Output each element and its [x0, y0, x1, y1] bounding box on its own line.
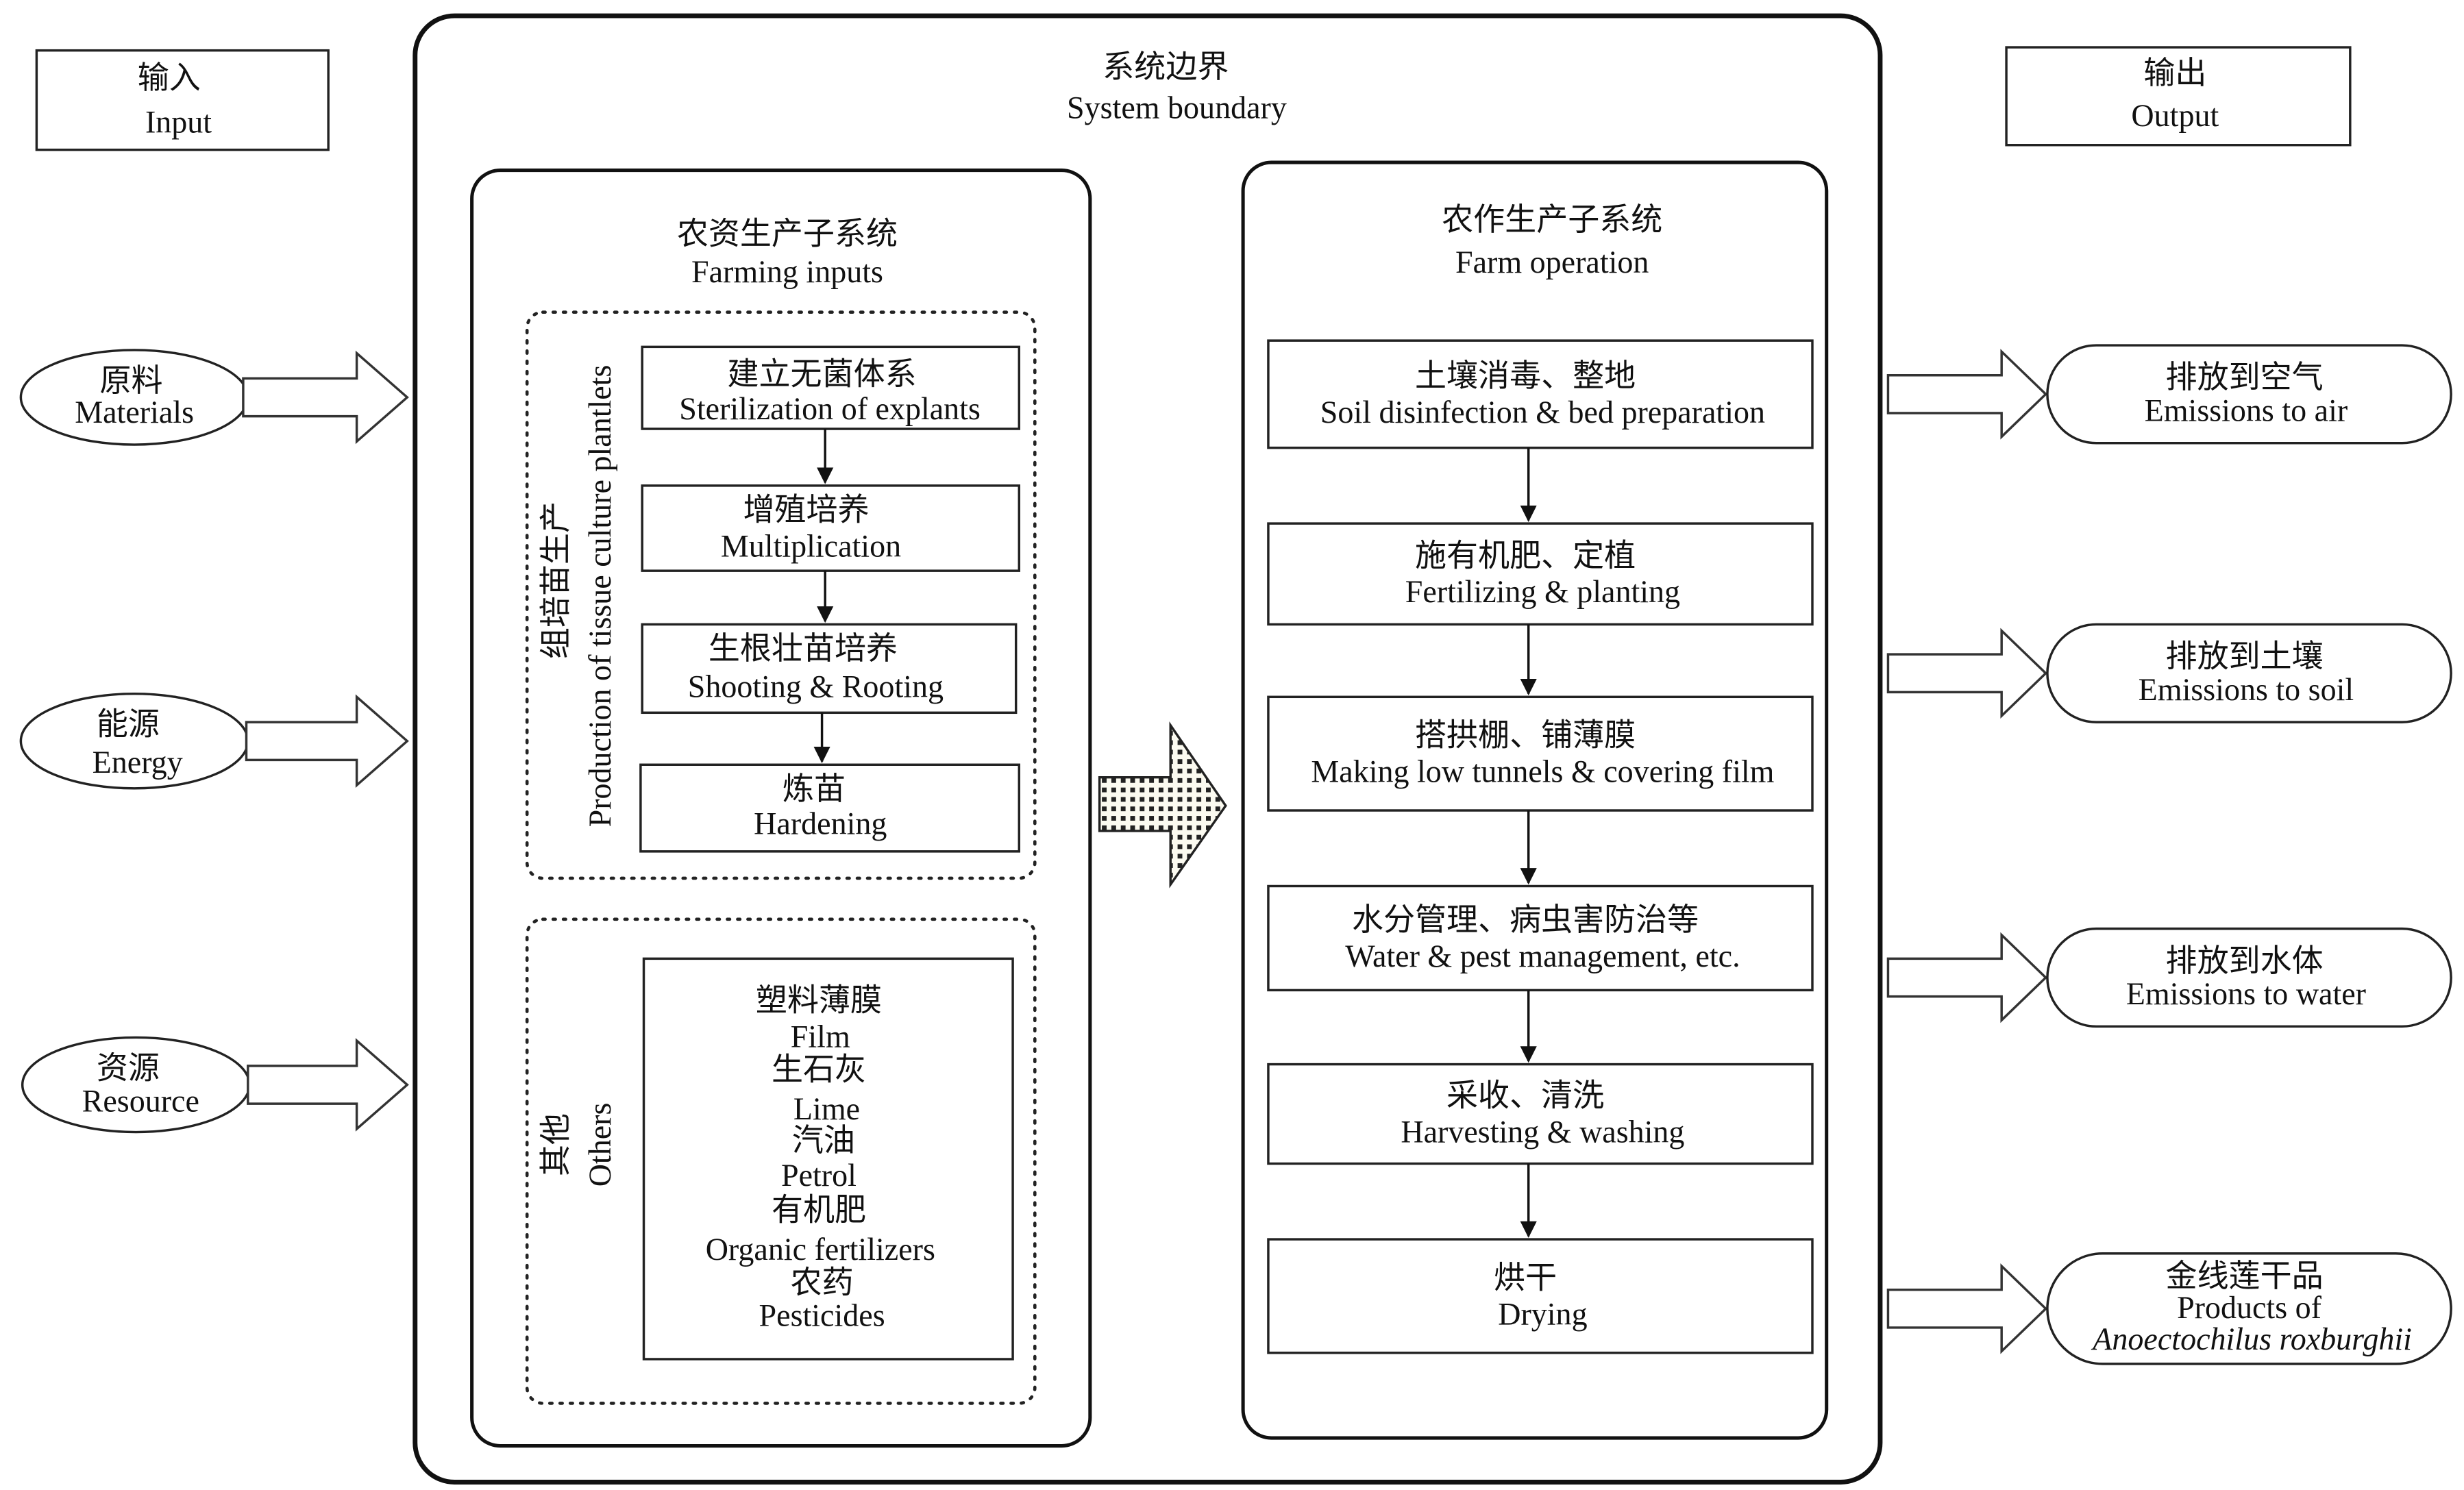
step-zh: 施有机肥、定植	[1415, 538, 1636, 573]
input-en: Input	[145, 104, 212, 139]
step-en: Making low tunnels & covering film	[1311, 754, 1774, 789]
resource-zh: 资源	[97, 1050, 160, 1085]
output-en: Emissions to water	[2126, 976, 2366, 1011]
boundary-en: System boundary	[1067, 90, 1287, 125]
input-resource: 资源 Resource	[21, 1036, 409, 1134]
others-item: 生石灰	[772, 1052, 866, 1087]
step-en: Shooting & Rooting	[688, 669, 944, 704]
farming-inputs-en: Farming inputs	[691, 254, 883, 289]
farming-inputs-subsystem: 农资生产子系统 Farming inputs 组培苗生产 Production …	[470, 169, 1092, 1448]
output-header: 输出 Output	[2005, 46, 2352, 147]
hollow-arrow-icon	[1886, 628, 2048, 719]
farm-operation-en: Farm operation	[1455, 245, 1649, 280]
others-group-en: Others	[582, 1103, 617, 1187]
step-en: Multiplication	[721, 528, 901, 563]
boundary-zh: 系统边界	[1102, 49, 1229, 84]
farming-inputs-zh: 农资生产子系统	[677, 216, 898, 251]
others-list-box	[642, 957, 1014, 1361]
output-species: Anoectochilus roxburghii	[2091, 1321, 2412, 1356]
others-item: 汽油	[792, 1123, 855, 1158]
hollow-arrow-icon	[1886, 1263, 2048, 1354]
hollow-arrow-icon	[1886, 932, 2048, 1023]
hollow-arrow-icon	[1886, 349, 2048, 440]
hollow-arrow-icon	[242, 350, 409, 445]
step-zh: 生根壮苗培养	[709, 631, 898, 666]
others-group-zh: 其他	[539, 1113, 574, 1176]
resource-en: Resource	[82, 1084, 199, 1119]
others-item: 农药	[791, 1265, 854, 1300]
step-zh: 建立无菌体系	[728, 357, 917, 392]
output-zh: 排放到水体	[2166, 943, 2324, 978]
step-en: Fertilizing & planting	[1405, 574, 1680, 609]
step-zh: 增殖培养	[743, 493, 870, 527]
tissue-step: 炼苗 Hardening	[639, 763, 1021, 853]
system-boundary: 系统边界 System boundary	[412, 13, 1883, 1485]
input-zh: 输入	[138, 60, 201, 95]
energy-en: Energy	[93, 745, 183, 780]
others-item: 塑料薄膜	[756, 982, 882, 1017]
step-zh: 搭拱棚、铺薄膜	[1415, 718, 1636, 753]
output-zh: 输出	[2143, 55, 2206, 90]
step-en: Drying	[1498, 1296, 1587, 1331]
step-en: Sterilization of explants	[679, 391, 981, 426]
farm-operation-subsystem: 农作生产子系统 Farm operation	[1241, 160, 1829, 1440]
step-zh: 采收、清洗	[1446, 1078, 1604, 1113]
materials-en: Materials	[75, 395, 194, 430]
materials-zh: 原料	[99, 363, 162, 398]
others-item: Pesticides	[759, 1298, 885, 1333]
tissue-step: 建立无菌体系 Sterilization of explants	[641, 345, 1021, 430]
hollow-arrow-icon	[245, 694, 409, 788]
tissue-group-en: Production of tissue culture plantlets	[582, 365, 617, 828]
step-zh: 水分管理、病虫害防治等	[1352, 902, 1699, 937]
output-zh: 排放到空气	[2166, 360, 2324, 395]
dotted-arrow-icon	[1098, 721, 1227, 889]
output-zh: 排放到土壤	[2166, 639, 2324, 674]
farm-operation-zh: 农作生产子系统	[1442, 202, 1662, 237]
step-en: Water & pest management, etc.	[1345, 939, 1740, 973]
input-header: 输入 Input	[35, 49, 330, 151]
output-en: Emissions to soil	[2139, 672, 2354, 707]
tissue-step: 生根壮苗培养 Shooting & Rooting	[641, 623, 1018, 715]
step-zh: 烘干	[1494, 1260, 1557, 1295]
output-en: Emissions to air	[2145, 393, 2348, 428]
step-en: Harvesting & washing	[1401, 1115, 1684, 1150]
output-zh: 金线莲干品	[2166, 1258, 2324, 1293]
output-en: Output	[2131, 98, 2219, 133]
input-energy: 能源 Energy	[19, 692, 409, 790]
input-materials: 原料 Materials	[19, 349, 409, 446]
others-item: 有机肥	[772, 1192, 866, 1227]
step-en: Hardening	[754, 806, 887, 841]
others-item: Petrol	[781, 1158, 857, 1193]
tissue-group-zh: 组培苗生产	[539, 501, 574, 659]
others-item: Film	[791, 1019, 850, 1054]
energy-zh: 能源	[97, 707, 160, 742]
step-en: Soil disinfection & bed preparation	[1320, 395, 1765, 430]
tissue-step: 增殖培养 Multiplication	[641, 484, 1021, 572]
others-item: Organic fertilizers	[706, 1232, 935, 1267]
step-zh: 土壤消毒、整地	[1415, 358, 1636, 393]
output-en: Products of	[2177, 1290, 2322, 1325]
step-zh: 炼苗	[783, 771, 846, 806]
hollow-arrow-icon	[247, 1038, 409, 1132]
others-item: Lime	[793, 1091, 860, 1126]
